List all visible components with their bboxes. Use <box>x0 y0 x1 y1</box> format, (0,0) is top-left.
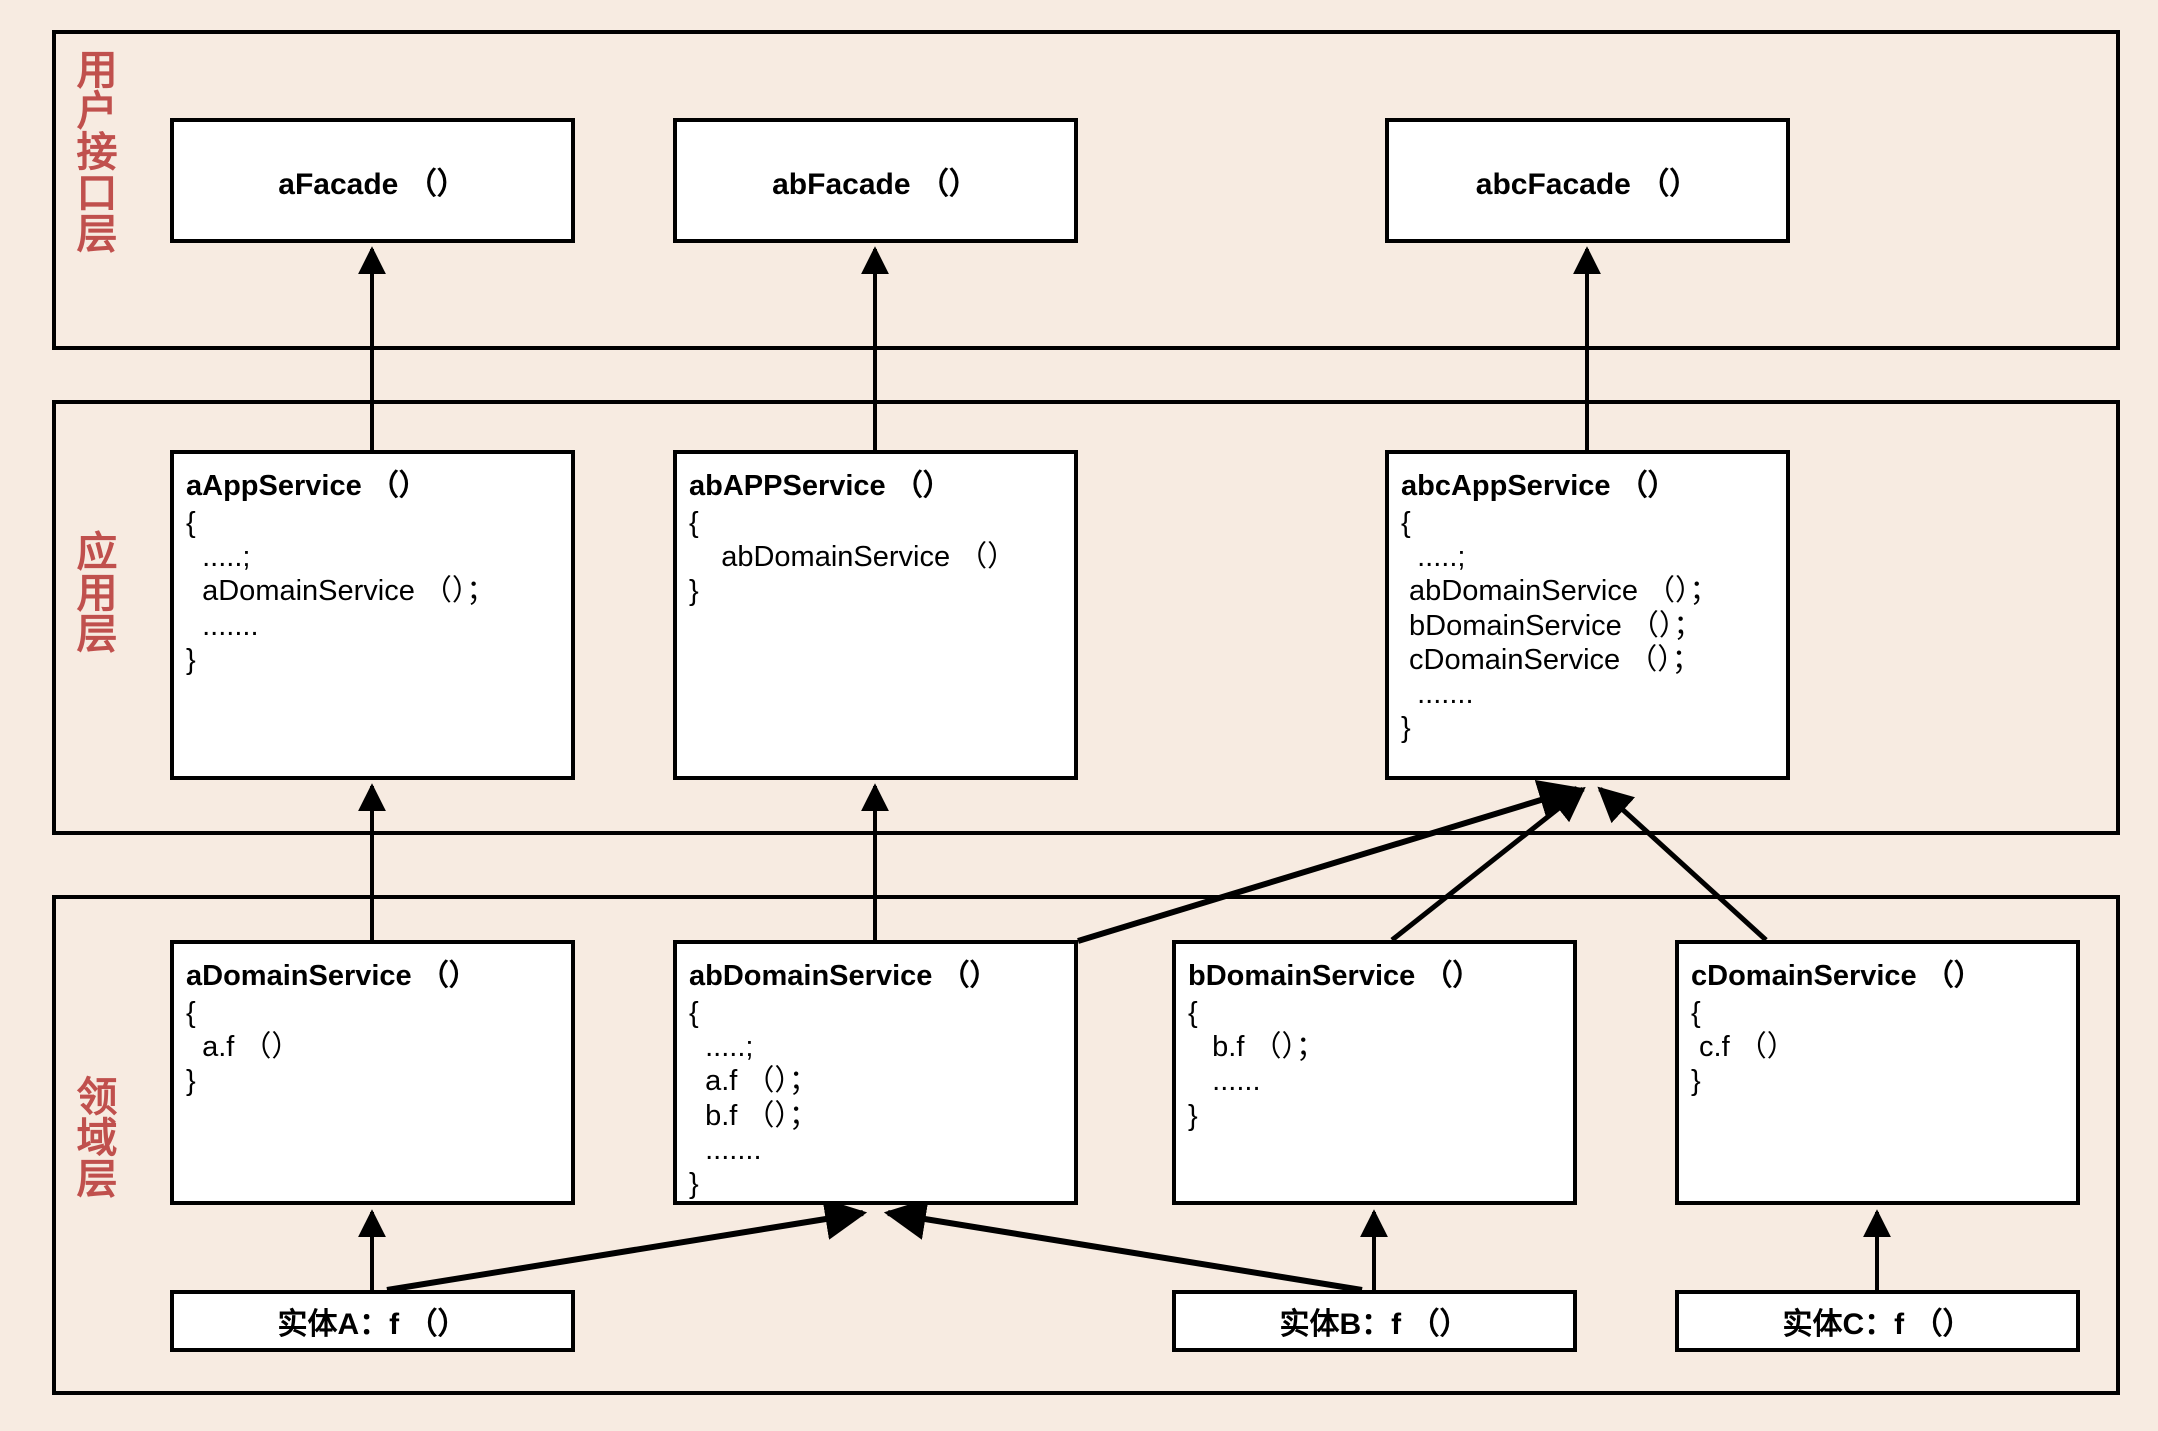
node-c-domain-service-body: { c.f （） } <box>1691 997 1796 1098</box>
node-abc-app-service-body: { .....; abDomainService （）； bDomainServ… <box>1401 507 1719 745</box>
node-abc-facade[interactable]: abcFacade （） <box>1385 118 1790 243</box>
node-ab-domain-service-body: { .....; a.f （）； b.f （）； ....... } <box>689 997 818 1201</box>
node-entity-b-title: 实体B：f （） <box>1279 1308 1470 1341</box>
node-entity-c[interactable]: 实体C：f （） <box>1675 1290 2080 1352</box>
node-c-domain-service-title: cDomainService （） <box>1691 960 1983 992</box>
node-b-domain-service-title: bDomainService （） <box>1188 960 1482 992</box>
node-entity-a-title: 实体A：f （） <box>277 1308 468 1341</box>
node-entity-b[interactable]: 实体B：f （） <box>1172 1290 1577 1352</box>
node-a-domain-service-title: aDomainService （） <box>186 960 478 992</box>
node-ab-app-service-title: abAPPService （） <box>689 470 952 502</box>
node-abc-facade-title: abcFacade （） <box>1475 167 1700 201</box>
node-entity-c-title: 实体C：f （） <box>1782 1308 1973 1341</box>
node-a-domain-service-body: { a.f （） } <box>186 997 301 1098</box>
node-a-app-service-title: aAppService （） <box>186 470 428 502</box>
node-a-domain-service[interactable]: aDomainService （） { a.f （） } <box>170 940 575 1205</box>
node-a-facade[interactable]: aFacade （） <box>170 118 575 243</box>
node-ab-app-service[interactable]: abAPPService （） { abDomainService （） } <box>673 450 1078 780</box>
node-c-domain-service[interactable]: cDomainService （） { c.f （） } <box>1675 940 2080 1205</box>
node-abc-app-service[interactable]: abcAppService （） { .....; abDomainServic… <box>1385 450 1790 780</box>
node-ab-domain-service-title: abDomainService （） <box>689 960 999 992</box>
node-abc-app-service-title: abcAppService （） <box>1401 470 1677 502</box>
layer-label-domain: 领域层 <box>69 1075 117 1198</box>
node-a-facade-title: aFacade （） <box>278 167 467 201</box>
layer-label-app: 应用层 <box>69 530 117 653</box>
node-ab-domain-service[interactable]: abDomainService （） { .....; a.f （）； b.f … <box>673 940 1078 1205</box>
node-b-domain-service[interactable]: bDomainService （） { b.f （）； ...... } <box>1172 940 1577 1205</box>
node-b-domain-service-body: { b.f （）； ...... } <box>1188 997 1325 1132</box>
node-ab-facade[interactable]: abFacade （） <box>673 118 1078 243</box>
node-a-app-service[interactable]: aAppService （） { .....; aDomainService （… <box>170 450 575 780</box>
node-ab-facade-title: abFacade （） <box>772 167 979 201</box>
layer-label-ui: 用户接口层 <box>69 48 117 253</box>
node-entity-a[interactable]: 实体A：f （） <box>170 1290 575 1352</box>
node-a-app-service-body: { .....; aDomainService （）； ....... } <box>186 507 496 676</box>
node-ab-app-service-body: { abDomainService （） } <box>689 507 1017 608</box>
